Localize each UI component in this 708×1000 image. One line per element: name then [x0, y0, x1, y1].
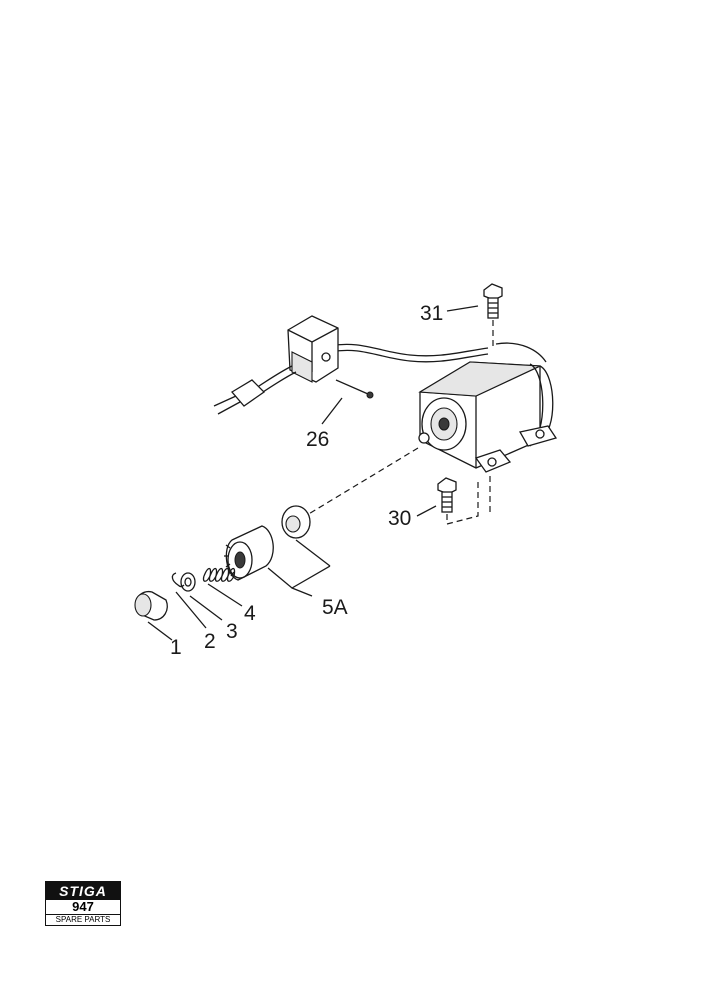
callout-30: 30	[388, 507, 411, 530]
callout-2: 2	[204, 630, 216, 653]
leader-lines	[147, 305, 479, 641]
callout-5a: 5A	[322, 596, 348, 619]
drive-parts	[134, 505, 311, 621]
plug	[231, 379, 266, 407]
stiga-spare-parts-logo: STIGA 947 SPARE PARTS	[45, 881, 121, 926]
retaining-ring	[171, 572, 185, 588]
callout-3: 3	[226, 620, 238, 643]
cord	[329, 343, 489, 357]
logo-subtitle: SPARE PARTS	[46, 914, 120, 925]
bolt-31	[483, 283, 503, 348]
logo-brand: STIGA	[46, 882, 120, 900]
starter-switch-assembly	[213, 315, 489, 415]
spring	[203, 567, 236, 577]
shaft-axis	[301, 447, 419, 519]
callout-1: 1	[170, 636, 182, 659]
callout-31: 31	[420, 302, 443, 325]
bolt-30	[437, 476, 491, 525]
callout-26: 26	[306, 428, 329, 451]
starter-motor	[418, 342, 558, 473]
callout-4: 4	[244, 602, 256, 625]
logo-number: 947	[72, 899, 94, 914]
screw-26	[366, 391, 374, 399]
